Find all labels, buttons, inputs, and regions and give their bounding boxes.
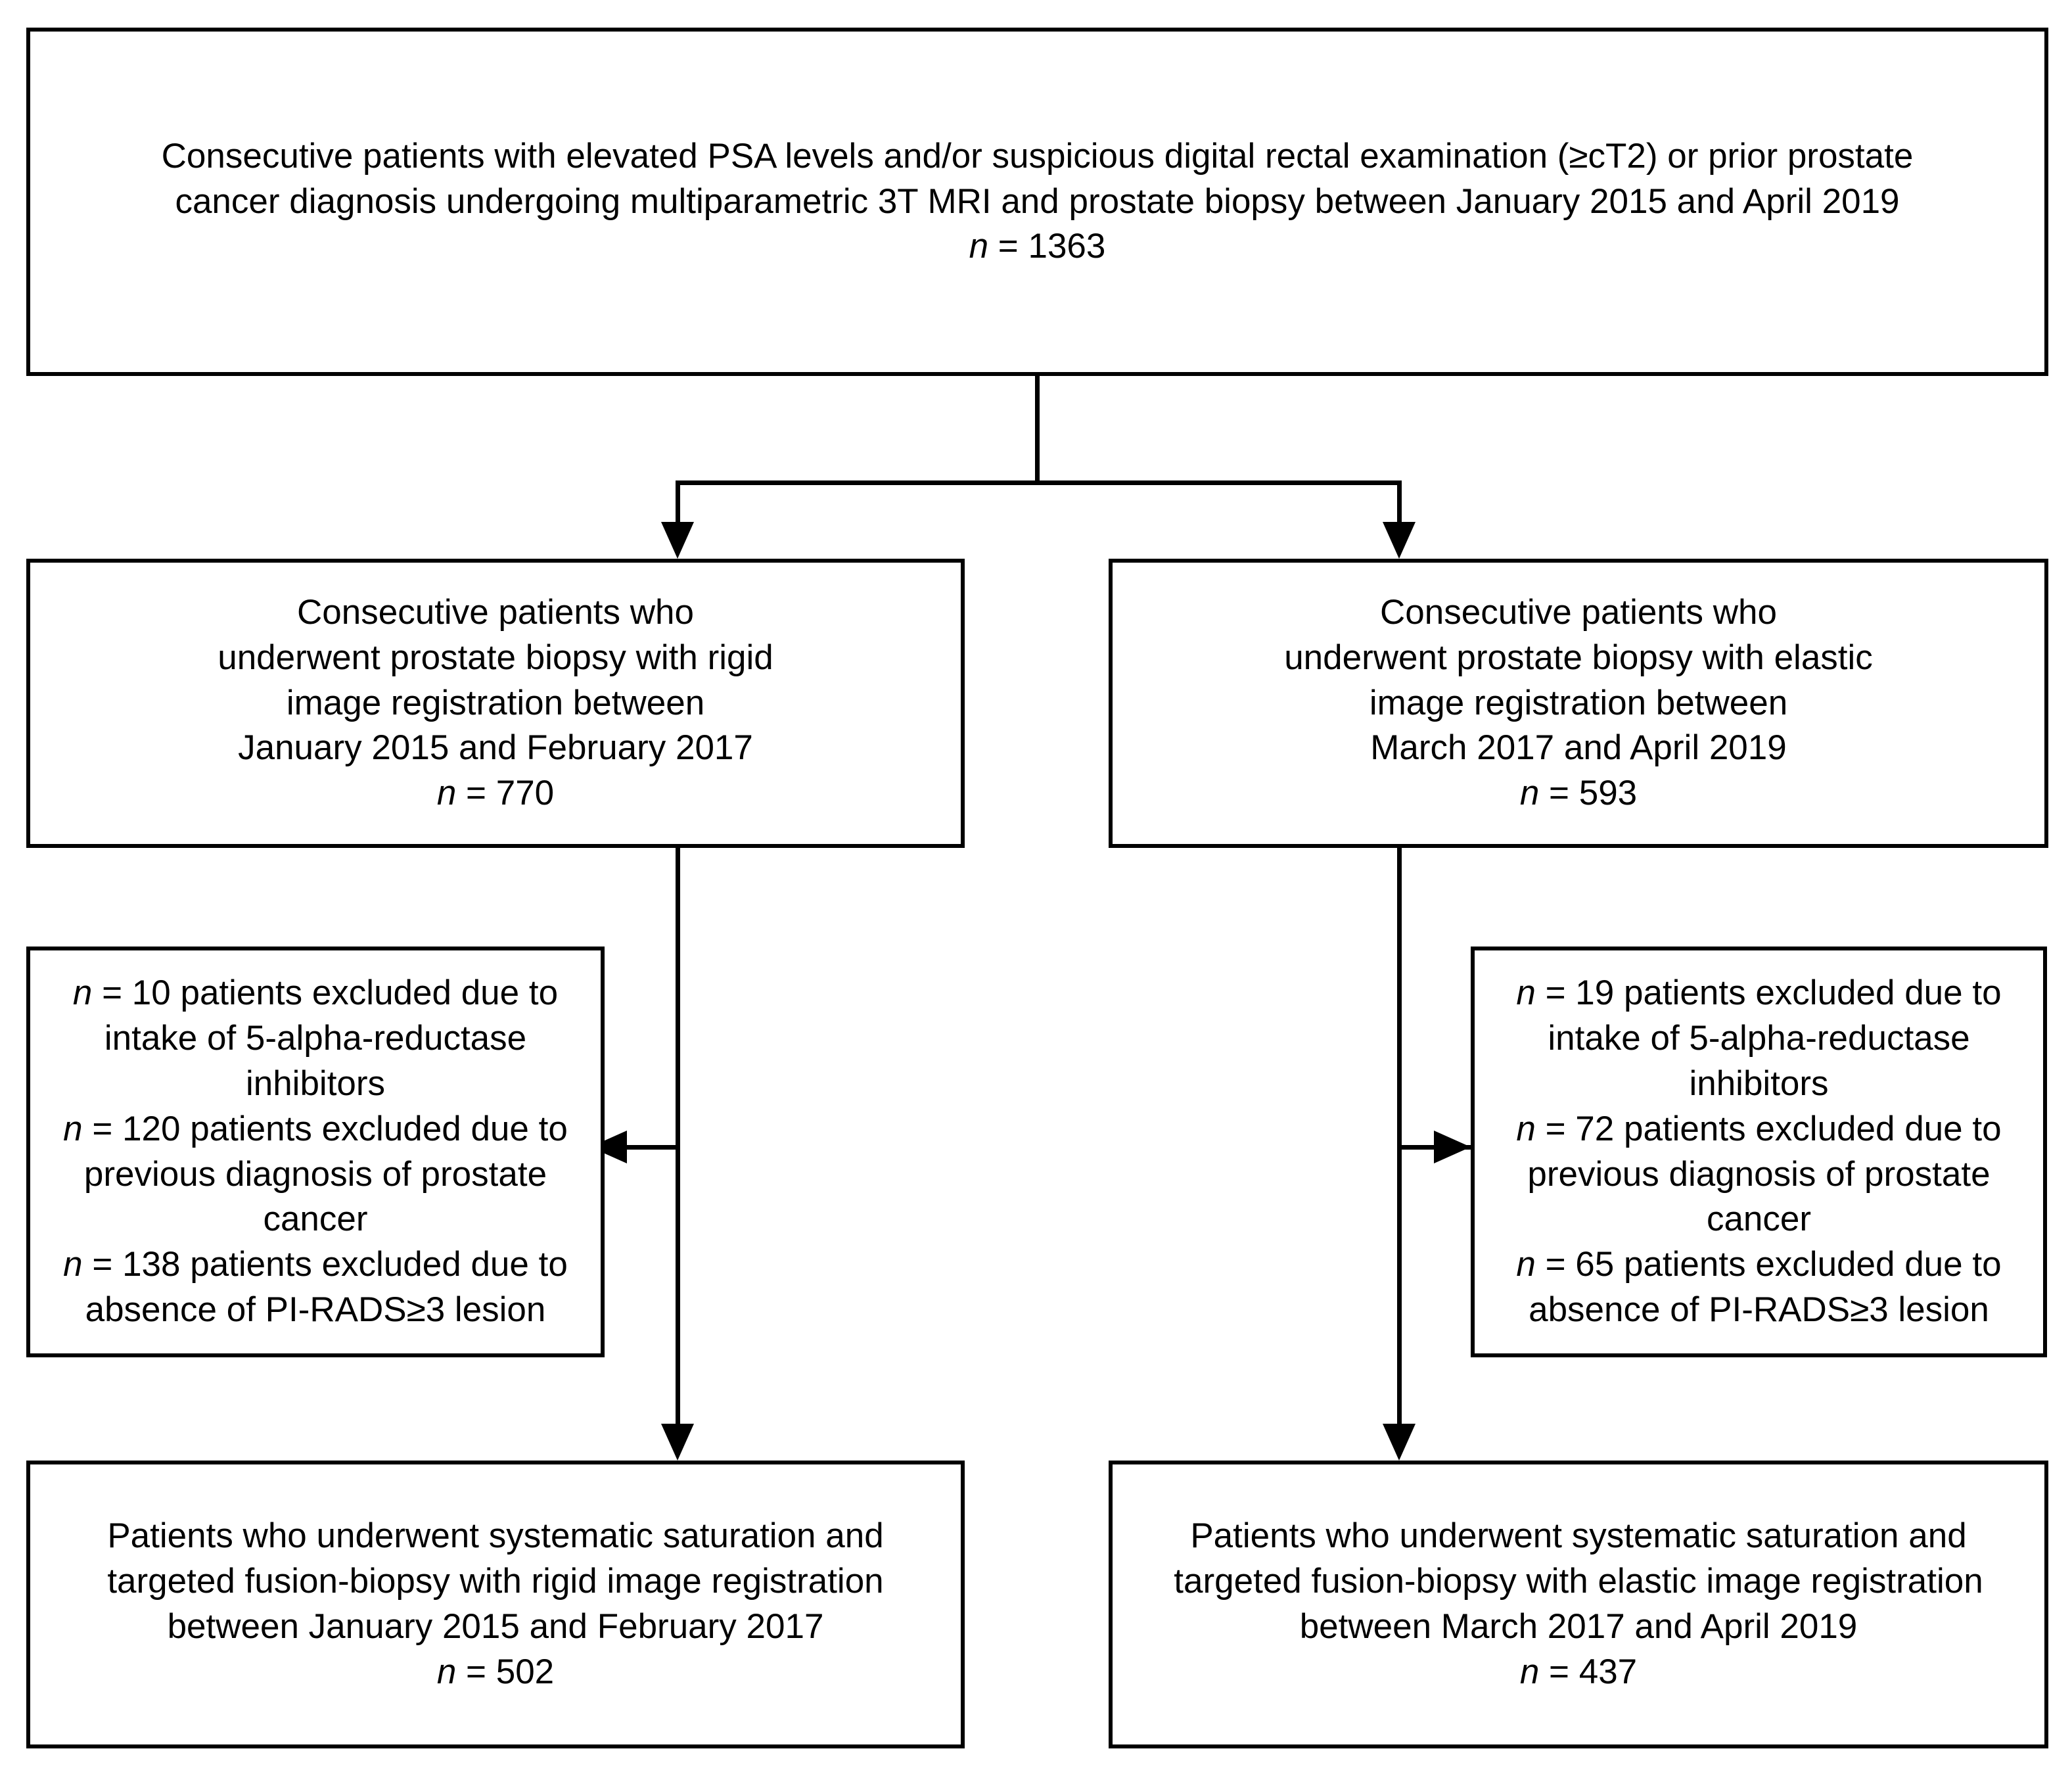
- exclusion-reason-head: patients excluded due to: [1614, 973, 2002, 1012]
- n-symbol: n: [969, 227, 989, 266]
- exclusion-right-item-2-line-3: cancer: [1706, 1200, 1812, 1239]
- n-equals: =: [82, 1245, 123, 1284]
- exclusion-left-item-3-line-2: absence of PI-RADS≥3 lesion: [85, 1290, 546, 1330]
- n-value: 593: [1578, 774, 1638, 813]
- bottom-right-line-2: targeted fusion-biopsy with elastic imag…: [1174, 1562, 1983, 1601]
- n-symbol: n: [1516, 973, 1536, 1012]
- box-bottom-right-elastic: Patients who underwent systematic satura…: [1109, 1461, 2048, 1748]
- bottom-right-line-1: Patients who underwent systematic satura…: [1190, 1516, 1967, 1556]
- bottom-right-line-3: between March 2017 and April 2019: [1299, 1607, 1858, 1646]
- exclusion-left-item-3: n = 138 patients excluded due to: [47, 1242, 584, 1288]
- n-value: 10: [131, 973, 171, 1012]
- cohort-top-line-1: Consecutive patients with elevated PSA l…: [161, 136, 1914, 175]
- bottom-left-line-3: between January 2015 and February 2017: [167, 1607, 824, 1646]
- n-equals: =: [1539, 1652, 1579, 1691]
- connector-left-exclusion-horizontal: [605, 1145, 677, 1150]
- mid-left-line-3: image registration between: [286, 683, 705, 722]
- exclusion-left-item-2-line-3: cancer: [263, 1200, 368, 1239]
- connector-left-column-vertical: [676, 848, 680, 1424]
- n-symbol: n: [436, 774, 457, 813]
- n-equals: =: [988, 227, 1028, 266]
- n-equals: =: [456, 774, 496, 813]
- connector-branch-right-vertical: [1397, 480, 1402, 522]
- bottom-left-count: n = 502: [47, 1650, 944, 1695]
- n-symbol: n: [1519, 1652, 1540, 1691]
- exclusion-reason-head: patients excluded due to: [180, 1245, 568, 1284]
- mid-right-count: n = 593: [1130, 771, 2027, 816]
- arrowhead-right-exclusion: [1434, 1131, 1471, 1163]
- n-equals: =: [92, 973, 132, 1012]
- mid-right-line-1: Consecutive patients who: [1380, 592, 1777, 632]
- bottom-left-line-2: targeted fusion-biopsy with rigid image …: [107, 1562, 884, 1601]
- n-equals: =: [456, 1652, 496, 1691]
- exclusion-right-item-3-line-2: absence of PI-RADS≥3 lesion: [1529, 1290, 1989, 1330]
- connector-branch-horizontal: [676, 480, 1402, 485]
- exclusion-reason-head: patients excluded due to: [180, 1109, 568, 1148]
- box-exclusions-right: n = 19 patients excluded due to intake o…: [1471, 947, 2047, 1357]
- n-equals: =: [1535, 973, 1576, 1012]
- connector-branch-left-vertical: [676, 480, 680, 522]
- mid-right-line-2: underwent prostate biopsy with elastic: [1284, 638, 1873, 677]
- n-value: 120: [122, 1109, 181, 1148]
- n-equals: =: [1539, 774, 1579, 813]
- n-value: 65: [1575, 1245, 1615, 1284]
- mid-right-line-3: image registration between: [1369, 683, 1788, 722]
- n-equals: =: [82, 1109, 123, 1148]
- connector-right-column-vertical: [1397, 848, 1402, 1424]
- n-symbol: n: [63, 1245, 83, 1284]
- mid-left-line-2: underwent prostate biopsy with rigid: [218, 638, 773, 677]
- exclusion-right-item-3: n = 65 patients excluded due to: [1492, 1242, 2026, 1288]
- box-mid-left-rigid: Consecutive patients who underwent prost…: [26, 559, 965, 848]
- n-symbol: n: [63, 1109, 83, 1148]
- mid-left-line-4: January 2015 and February 2017: [238, 728, 753, 768]
- exclusion-left-item-1: n = 10 patients excluded due to: [47, 971, 584, 1016]
- exclusion-right-item-1-line-3: inhibitors: [1689, 1064, 1829, 1103]
- n-value: 138: [122, 1245, 181, 1284]
- exclusion-reason-head: patients excluded due to: [1614, 1245, 2002, 1284]
- n-symbol: n: [72, 973, 93, 1012]
- n-value: 1363: [1028, 227, 1106, 266]
- n-symbol: n: [1516, 1109, 1536, 1148]
- connector-trunk-vertical: [1035, 376, 1040, 484]
- exclusion-right-item-2: n = 72 patients excluded due to: [1492, 1107, 2026, 1152]
- n-value: 502: [495, 1652, 555, 1691]
- arrowhead-down-left-branch: [661, 522, 694, 559]
- mid-right-line-4: March 2017 and April 2019: [1370, 728, 1787, 768]
- arrowhead-down-left-column: [661, 1424, 694, 1461]
- cohort-top-count: n = 1363: [47, 224, 2027, 269]
- exclusion-left-item-2: n = 120 patients excluded due to: [47, 1107, 584, 1152]
- exclusion-left-item-1-line-2: intake of 5-alpha-reductase: [104, 1018, 527, 1058]
- n-value: 19: [1575, 973, 1615, 1012]
- n-value: 770: [495, 774, 555, 813]
- n-symbol: n: [1519, 774, 1540, 813]
- exclusion-reason-head: patients excluded due to: [170, 973, 559, 1012]
- n-value: 72: [1575, 1109, 1615, 1148]
- box-exclusions-left: n = 10 patients excluded due to intake o…: [26, 947, 605, 1357]
- arrowhead-down-right-branch: [1383, 522, 1416, 559]
- box-mid-right-elastic: Consecutive patients who underwent prost…: [1109, 559, 2048, 848]
- n-equals: =: [1535, 1109, 1576, 1148]
- exclusion-right-item-1-line-2: intake of 5-alpha-reductase: [1548, 1018, 1970, 1058]
- exclusion-reason-head: patients excluded due to: [1614, 1109, 2002, 1148]
- exclusion-left-item-2-line-2: previous diagnosis of prostate: [83, 1154, 547, 1194]
- n-symbol: n: [1516, 1245, 1536, 1284]
- n-equals: =: [1535, 1245, 1576, 1284]
- exclusion-left-item-1-line-3: inhibitors: [245, 1064, 386, 1103]
- exclusion-right-item-1: n = 19 patients excluded due to: [1492, 971, 2026, 1016]
- bottom-right-count: n = 437: [1130, 1650, 2027, 1695]
- mid-left-line-1: Consecutive patients who: [297, 592, 694, 632]
- bottom-left-line-1: Patients who underwent systematic satura…: [107, 1516, 884, 1556]
- n-symbol: n: [436, 1652, 457, 1691]
- exclusion-right-item-2-line-2: previous diagnosis of prostate: [1527, 1154, 1991, 1194]
- box-cohort-top: Consecutive patients with elevated PSA l…: [26, 28, 2048, 376]
- n-value: 437: [1578, 1652, 1638, 1691]
- box-bottom-left-rigid: Patients who underwent systematic satura…: [26, 1461, 965, 1748]
- arrowhead-down-right-column: [1383, 1424, 1416, 1461]
- mid-left-count: n = 770: [47, 771, 944, 816]
- cohort-top-line-2: cancer diagnosis undergoing multiparamet…: [175, 181, 1900, 221]
